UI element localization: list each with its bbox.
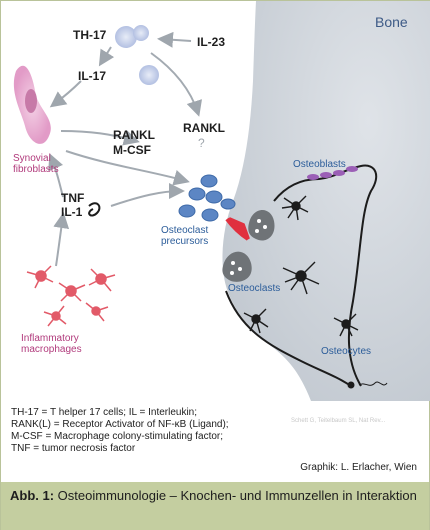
label-rankl-left: RANKL	[113, 128, 155, 142]
graphic-credit: Graphik: L. Erlacher, Wien	[300, 462, 417, 473]
legend-line: M-CSF = Macrophage colony-stimulating fa…	[11, 431, 224, 442]
inflammatory-macrophages	[26, 265, 116, 327]
signal-arrows	[48, 31, 202, 267]
arrow-tnf-to-fibroblast	[48, 153, 64, 198]
label-tnf: TNF	[61, 191, 85, 205]
label-osteoclast-precursors-line1: Osteoclast	[161, 225, 209, 236]
arrow-fibroblast-to-precursors	[65, 150, 190, 186]
caption-text: Osteoimmunologie – Knochen- und Immunzel…	[54, 488, 417, 503]
figure-caption: Abb. 1: Osteoimmunologie – Knochen- und …	[1, 482, 429, 530]
legend-line: TNF = tumor necrosis factor	[11, 443, 136, 454]
bone-title: Bone	[375, 14, 408, 30]
osteocyte-cells	[243, 195, 359, 337]
osteoclast-cells	[222, 209, 275, 282]
tnf-curl-icon	[88, 202, 101, 217]
copyright-note: Schett G, Teitelbaum SL, Nat Rev...	[291, 418, 386, 424]
label-osteocytes: Osteocytes	[321, 346, 372, 357]
arrow-th17-to-rankl	[150, 52, 202, 117]
abbreviation-legend: TH-17 = T helper 17 cells; IL = Interleu…	[11, 407, 311, 455]
th17-cells	[115, 25, 159, 85]
osteoblast-cells	[307, 166, 358, 180]
label-th17: TH-17	[73, 28, 107, 42]
label-inflammatory-line1: Inflammatory	[21, 333, 79, 344]
label-mcsf: M-CSF	[113, 143, 151, 157]
label-inflammatory-line2: macrophages	[21, 344, 82, 355]
label-osteoblasts: Osteoblasts	[293, 159, 346, 170]
osteoclast-precursors	[178, 174, 236, 222]
caption-prefix: Abb. 1:	[10, 488, 55, 503]
signature-mark	[347, 381, 388, 389]
bone-surface-line	[273, 164, 378, 387]
label-question-mark: ?	[198, 136, 205, 150]
label-il1: IL-1	[61, 205, 83, 219]
label-rankl-right: RANKL	[183, 121, 225, 135]
arrow-macrophage-to-tnf	[53, 212, 70, 267]
bone-region	[222, 1, 430, 401]
arrow-il23-to-th17	[157, 31, 192, 48]
arrow-tnf-to-precursors	[110, 183, 185, 207]
osteoimmunology-diagram	[13, 1, 430, 401]
label-osteoclasts: Osteoclasts	[228, 283, 281, 294]
legend-line: RANK(L) = Receptor Activator of NF-κB (L…	[11, 419, 229, 430]
label-synovial-line2: fibroblasts	[13, 164, 59, 175]
label-il23: IL-23	[197, 35, 226, 49]
bone-lower-line	[225, 290, 352, 387]
legend-line: TH-17 = T helper 17 cells; IL = Interleu…	[11, 407, 198, 418]
label-il17: IL-17	[78, 69, 107, 83]
arrow-fibroblast-to-rankl	[60, 130, 140, 146]
label-osteoclast-precursors-line2: precursors	[161, 236, 209, 247]
arrow-il17-to-fibroblast	[49, 80, 82, 108]
red-differentiation-arrow	[225, 217, 250, 241]
label-synovial-line1: Synovial	[13, 153, 51, 164]
arrow-th17-to-il17	[98, 46, 115, 67]
